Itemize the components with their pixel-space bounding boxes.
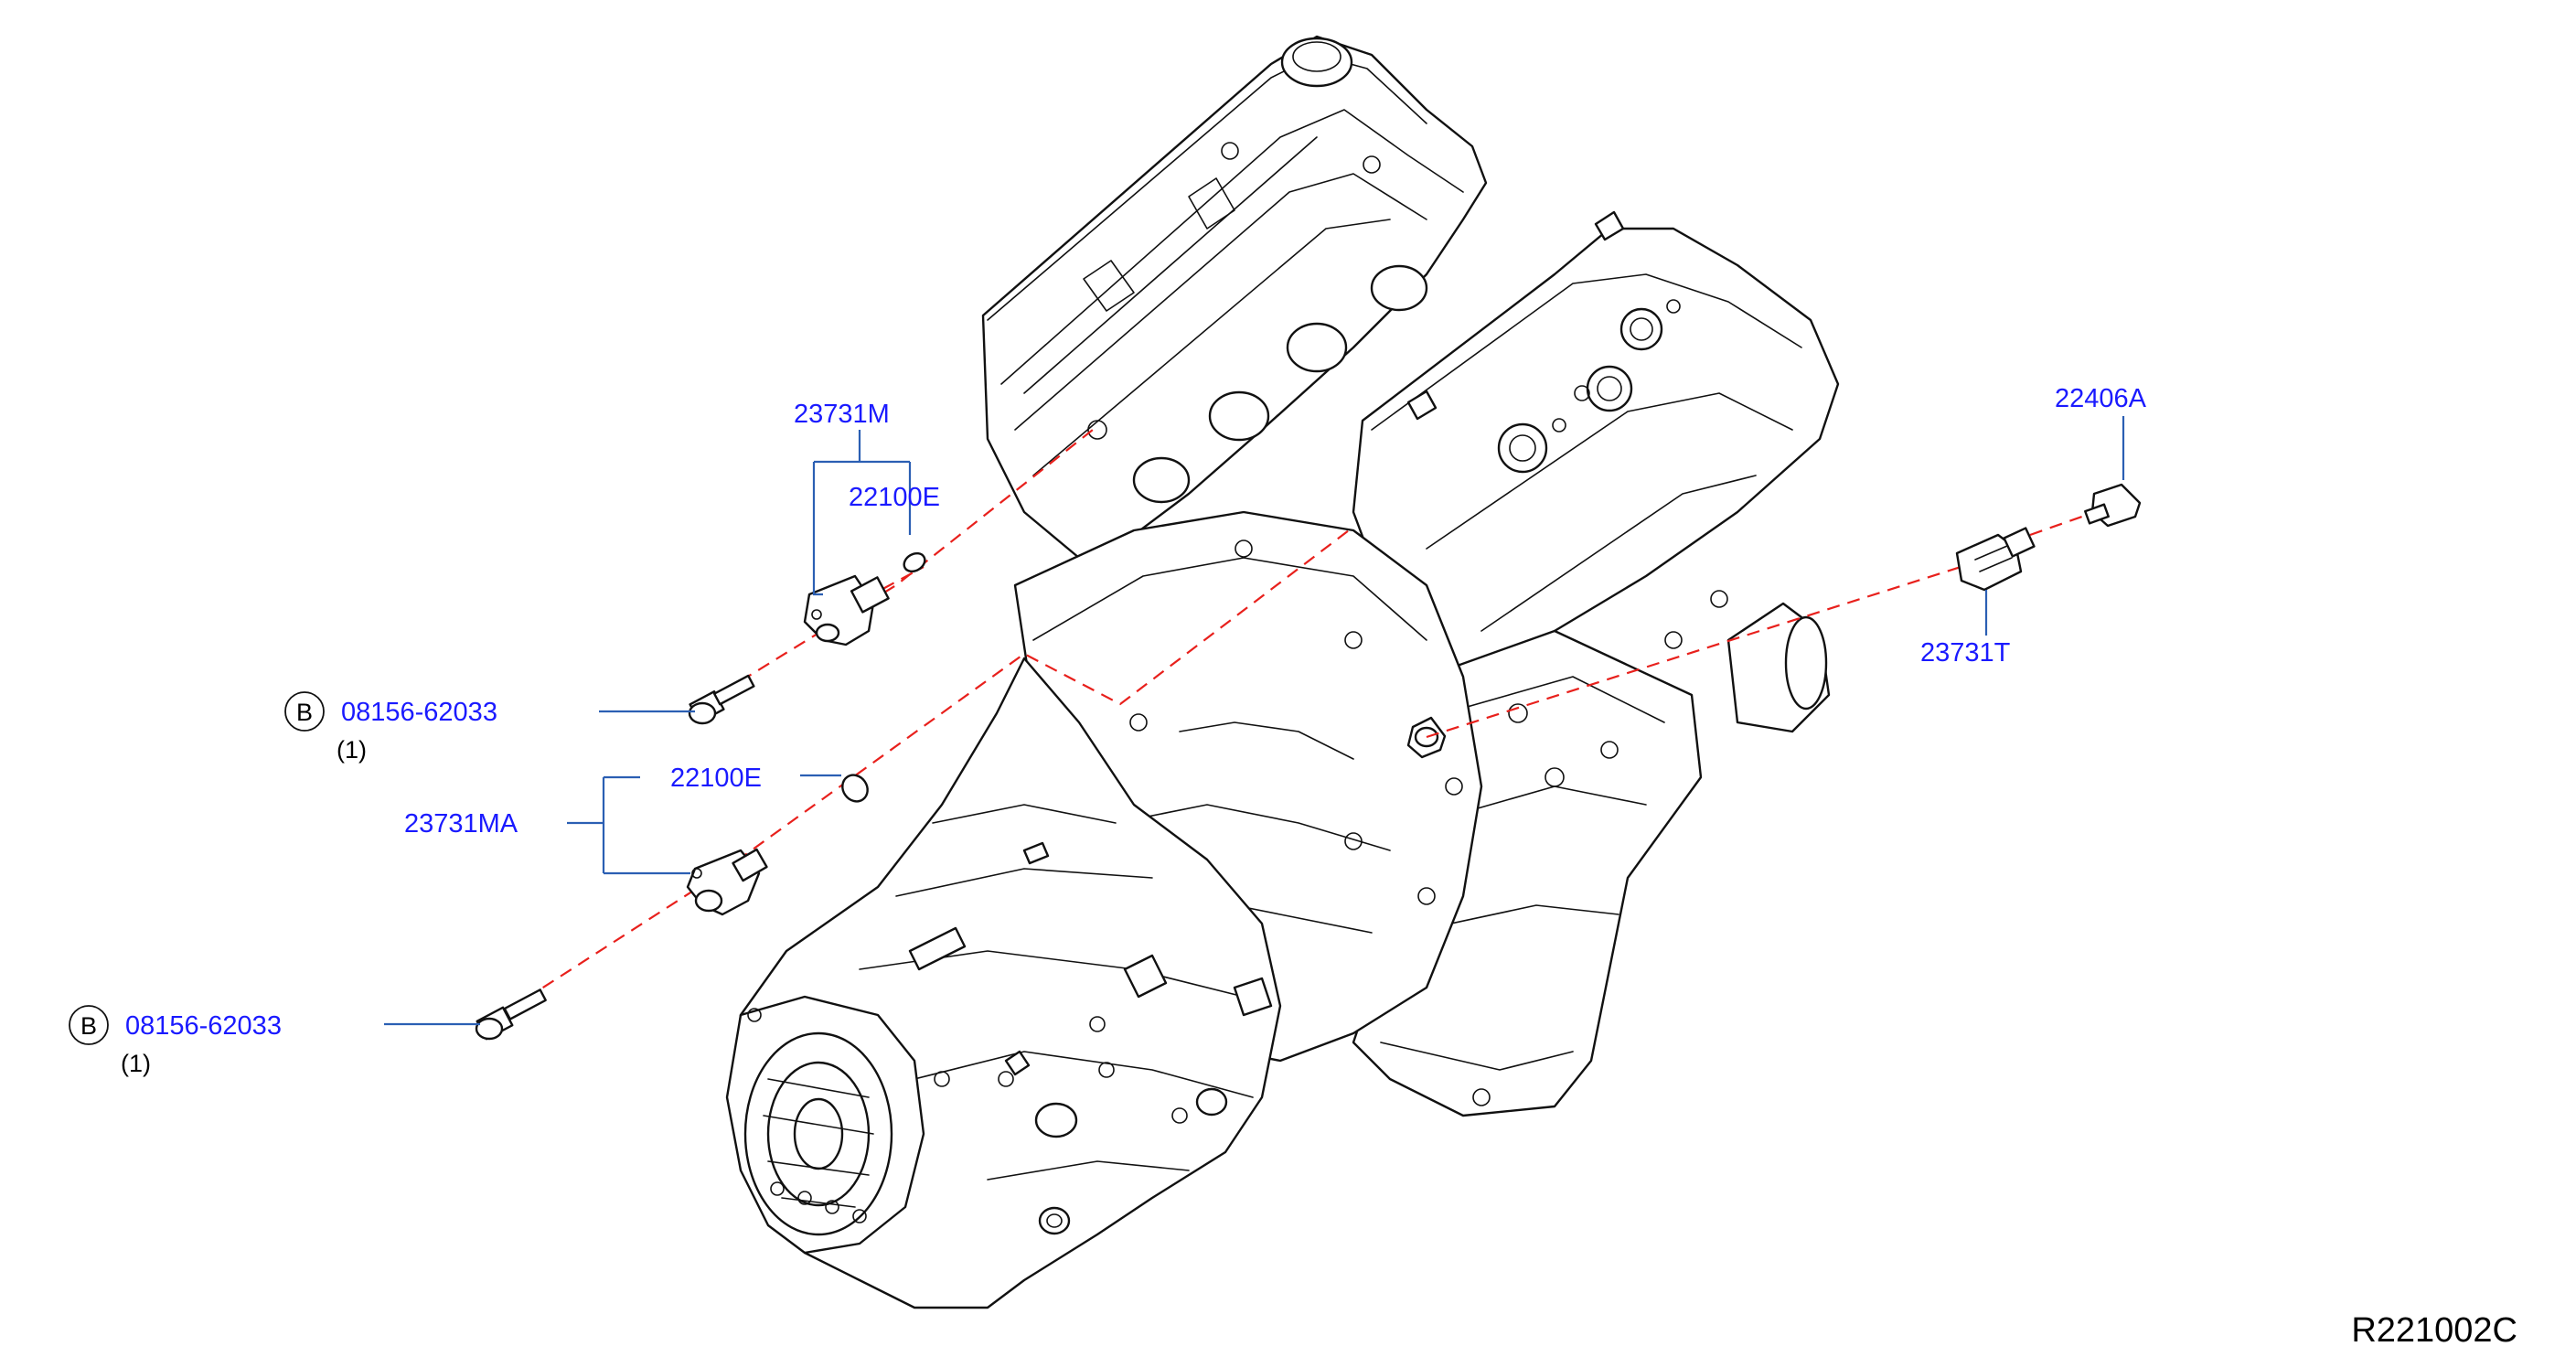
badge-lower: B xyxy=(69,1005,109,1045)
right-cylinder-bank xyxy=(1352,210,1840,733)
label-oring-lower[interactable]: 22100E xyxy=(670,764,762,793)
part-labels: 23731M 22100E 08156-62033 (1) 22100E 237… xyxy=(121,384,2147,1077)
leader-23731m xyxy=(812,430,912,596)
qty-bolt-lower: (1) xyxy=(121,1050,151,1077)
install-path-right-sensor xyxy=(1426,561,1976,739)
engine-transmission-illustration xyxy=(725,35,1840,1309)
install-path-lower-sensor xyxy=(507,529,1350,1011)
label-sensor-right[interactable]: 23731T xyxy=(1920,638,2011,668)
label-crank-sensor-upper[interactable]: 23731M xyxy=(794,400,890,429)
bolt-upper xyxy=(688,674,755,725)
badge-lower-letter: B xyxy=(80,1012,97,1040)
bolt-lower xyxy=(475,988,547,1041)
crank-position-sensor-upper xyxy=(803,574,890,646)
crank-position-sensor-lower xyxy=(686,848,768,916)
cam-position-sensor-right xyxy=(1955,527,2036,592)
label-oring-upper[interactable]: 22100E xyxy=(849,483,940,512)
bolt-right xyxy=(2084,483,2142,528)
left-cylinder-bank xyxy=(981,35,1488,560)
label-crank-sensor-lower[interactable]: 23731MA xyxy=(404,809,518,839)
transmission-output-flange xyxy=(725,995,925,1255)
label-bolt-upper[interactable]: 08156-62033 xyxy=(341,698,497,727)
install-path-upper-sensor xyxy=(721,429,1094,693)
badge-upper-letter: B xyxy=(296,699,313,726)
diagram-reference-code: R221002C xyxy=(2351,1311,2517,1350)
leader-lines xyxy=(384,416,2125,1026)
leader-23731ma xyxy=(567,775,690,875)
oring-upper xyxy=(903,551,926,573)
label-bolt-lower[interactable]: 08156-62033 xyxy=(125,1011,282,1041)
components xyxy=(475,483,2142,1041)
qty-bolt-upper: (1) xyxy=(337,736,367,764)
badge-upper: B xyxy=(284,691,325,732)
label-bolt-right[interactable]: 22406A xyxy=(2055,384,2147,413)
oring-lower xyxy=(841,774,869,803)
